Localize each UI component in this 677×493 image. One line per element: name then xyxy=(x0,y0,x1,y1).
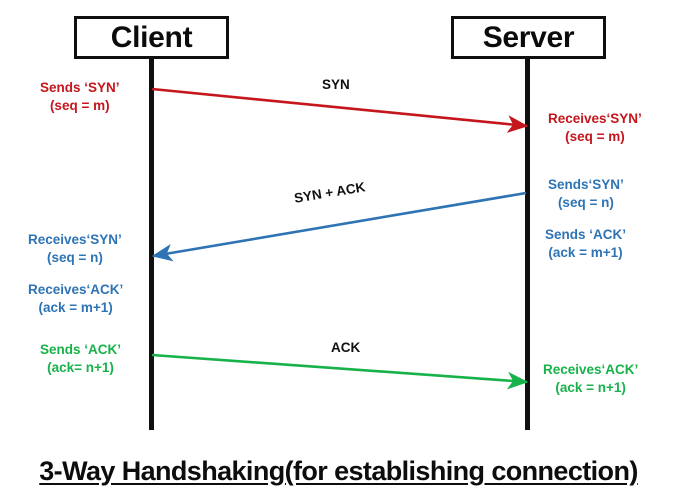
note-client-sends-syn-line1: Sends ‘SYN’ xyxy=(40,80,120,95)
note-client-sends-syn: Sends ‘SYN’ (seq = m) xyxy=(40,79,120,115)
note-server-receives-ack-line2: (ack = n+1) xyxy=(555,380,626,395)
note-server-sends-ack: Sends ‘ACK’ (ack = m+1) xyxy=(545,226,626,262)
note-client-sends-syn-line2: (seq = m) xyxy=(49,98,110,113)
participant-client: Client xyxy=(74,16,229,59)
participant-server: Server xyxy=(451,16,606,59)
participant-client-label: Client xyxy=(110,20,193,54)
arrow-syn-ack xyxy=(151,191,527,262)
note-client-receives-ack: Receives‘ACK’ (ack = m+1) xyxy=(28,281,123,317)
note-client-sends-ack-line2: (ack= n+1) xyxy=(47,360,114,375)
note-server-sends-ack-line2: (ack = m+1) xyxy=(548,245,623,260)
participant-server-label: Server xyxy=(482,20,575,54)
note-server-sends-ack-line1: Sends ‘ACK’ xyxy=(545,227,627,242)
note-server-receives-ack-line1: Receives‘ACK’ xyxy=(543,362,639,377)
note-client-receives-syn-line2: (seq = n) xyxy=(46,250,103,265)
note-client-receives-syn: Receives‘SYN’ (seq = n) xyxy=(28,231,122,267)
note-client-sends-ack: Sends ‘ACK’ (ack= n+1) xyxy=(40,341,121,377)
note-client-receives-ack-line1: Receives‘ACK’ xyxy=(28,282,124,297)
arrow-label-ack: ACK xyxy=(331,340,361,355)
note-client-receives-syn-line1: Receives‘SYN’ xyxy=(28,232,122,247)
note-client-sends-ack-line1: Sends ‘ACK’ xyxy=(40,342,122,357)
note-server-receives-ack: Receives‘ACK’ (ack = n+1) xyxy=(543,361,638,397)
arrow-syn xyxy=(151,87,529,133)
diagram-caption: 3-Way Handshaking(for establishing conne… xyxy=(39,456,638,486)
note-server-sends-syn: Sends‘SYN’ (seq = n) xyxy=(548,176,624,212)
note-server-receives-syn: Receives‘SYN’ (seq = m) xyxy=(548,110,642,146)
note-client-receives-ack-line2: (ack = m+1) xyxy=(38,300,113,315)
note-server-sends-syn-line2: (seq = n) xyxy=(557,195,614,210)
arrow-ack xyxy=(151,353,529,390)
note-server-sends-syn-line1: Sends‘SYN’ xyxy=(548,177,624,192)
note-server-receives-syn-line2: (seq = m) xyxy=(565,129,625,144)
arrow-label-syn: SYN xyxy=(322,77,350,92)
note-server-receives-syn-line1: Receives‘SYN’ xyxy=(548,111,642,126)
